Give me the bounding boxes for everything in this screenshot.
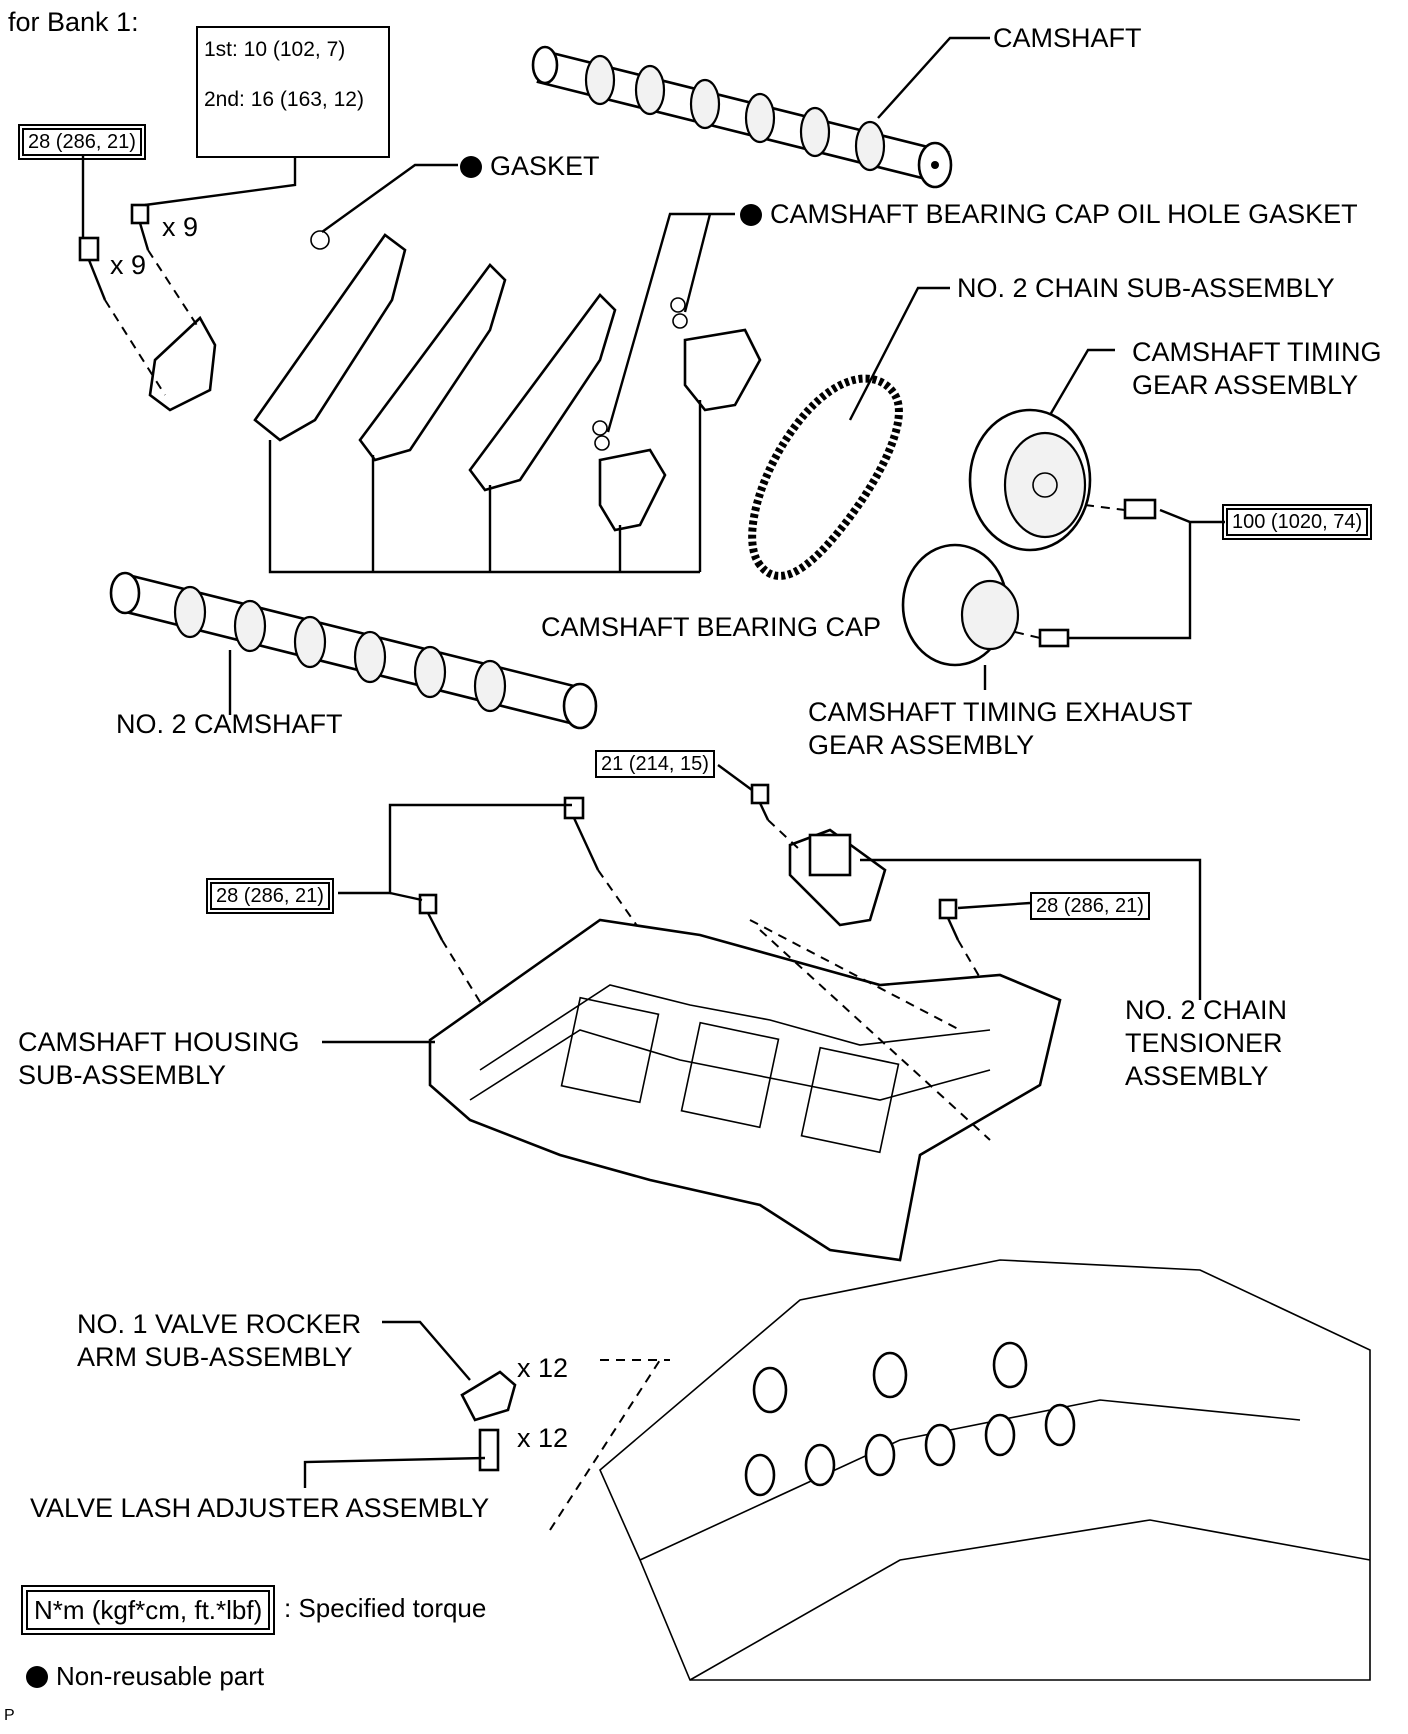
label-tensioner-1: NO. 2 CHAIN — [1125, 995, 1288, 1025]
label-lash-adjuster: VALVE LASH ADJUSTER ASSEMBLY — [30, 1493, 490, 1523]
label-chain: NO. 2 CHAIN SUB-ASSEMBLY — [957, 273, 1335, 303]
tensioner-illustration — [750, 783, 887, 927]
exhaust-gear-illustration — [901, 543, 1070, 667]
legend-nonreusable-row: Non-reusable part — [26, 1660, 264, 1692]
corner-mark: P — [4, 1707, 15, 1724]
chain-illustration — [748, 374, 903, 580]
bearing-cap-bolt-multiplier: x 9 — [162, 212, 199, 242]
label-timing-gear-2: GEAR ASSEMBLY — [1132, 370, 1359, 400]
non-reusable-dot-icon — [740, 204, 762, 226]
label-rocker-1: NO. 1 VALVE ROCKER — [77, 1309, 362, 1339]
front-cap-bolt-multiplier: x 9 — [110, 250, 147, 280]
rocker-arm-illustration — [460, 1370, 517, 1472]
leader-lines — [81, 36, 1225, 1488]
label-housing-1: CAMSHAFT HOUSING — [18, 1027, 300, 1057]
torque-box-tensioner-bolt: 21 (214, 15) — [595, 750, 715, 778]
rocker-multiplier: x 12 — [517, 1353, 569, 1383]
non-reusable-dot-icon — [460, 156, 482, 178]
label-tensioner-2: TENSIONER — [1125, 1028, 1283, 1058]
cylinder-head-illustration — [549, 1259, 1371, 1681]
label-oil-hole-gasket-row: CAMSHAFT BEARING CAP OIL HOLE GASKET — [740, 198, 1358, 230]
torque-box-bearing-cap-bolts: 1st: 10 (102, 7) 2nd: 16 (163, 12) — [196, 26, 390, 158]
label-camshaft: CAMSHAFT — [993, 23, 1142, 53]
non-reusable-dot-icon — [26, 1666, 48, 1688]
camshaft-illustration — [531, 45, 953, 189]
label-housing-2: SUB-ASSEMBLY — [18, 1060, 227, 1090]
torque-first-pass: 1st: 10 (102, 7) — [204, 38, 346, 61]
torque-box-housing-right-bolt: 28 (286, 21) — [1030, 892, 1150, 920]
torque-box-front-cap-bolts: 28 (286, 21) — [18, 124, 146, 160]
label-gasket: GASKET — [490, 151, 600, 181]
lash-multiplier: x 12 — [517, 1423, 569, 1453]
label-tensioner-3: ASSEMBLY — [1125, 1061, 1269, 1091]
torque-box-timing-gear-bolts: 100 (1020, 74) — [1221, 504, 1373, 540]
label-exhaust-gear-1: CAMSHAFT TIMING EXHAUST — [808, 697, 1193, 727]
legend-torque-unit: N*m (kgf*cm, ft.*lbf) — [20, 1585, 276, 1635]
legend-torque-desc: : Specified torque — [284, 1593, 487, 1623]
timing-gear-illustration — [968, 408, 1157, 552]
bolts-top-left — [78, 203, 201, 396]
label-timing-gear-1: CAMSHAFT TIMING — [1132, 337, 1382, 367]
torque-second-pass: 2nd: 16 (163, 12) — [204, 88, 364, 111]
bank-label: for Bank 1: — [8, 7, 139, 37]
legend-nonreusable: Non-reusable part — [56, 1661, 265, 1691]
bearing-caps-illustration — [148, 230, 762, 532]
label-oil-hole-gasket: CAMSHAFT BEARING CAP OIL HOLE GASKET — [770, 199, 1358, 229]
label-no2-camshaft: NO. 2 CAMSHAFT — [116, 709, 343, 739]
label-gasket-row: GASKET — [460, 150, 600, 182]
torque-box-housing-left-bolts: 28 (286, 21) — [206, 878, 334, 914]
label-rocker-2: ARM SUB-ASSEMBLY — [77, 1342, 353, 1372]
no2-camshaft-illustration — [109, 571, 598, 730]
label-bearing-cap: CAMSHAFT BEARING CAP — [541, 612, 882, 642]
camshaft-housing-illustration — [428, 918, 1062, 1262]
label-exhaust-gear-2: GEAR ASSEMBLY — [808, 730, 1035, 760]
